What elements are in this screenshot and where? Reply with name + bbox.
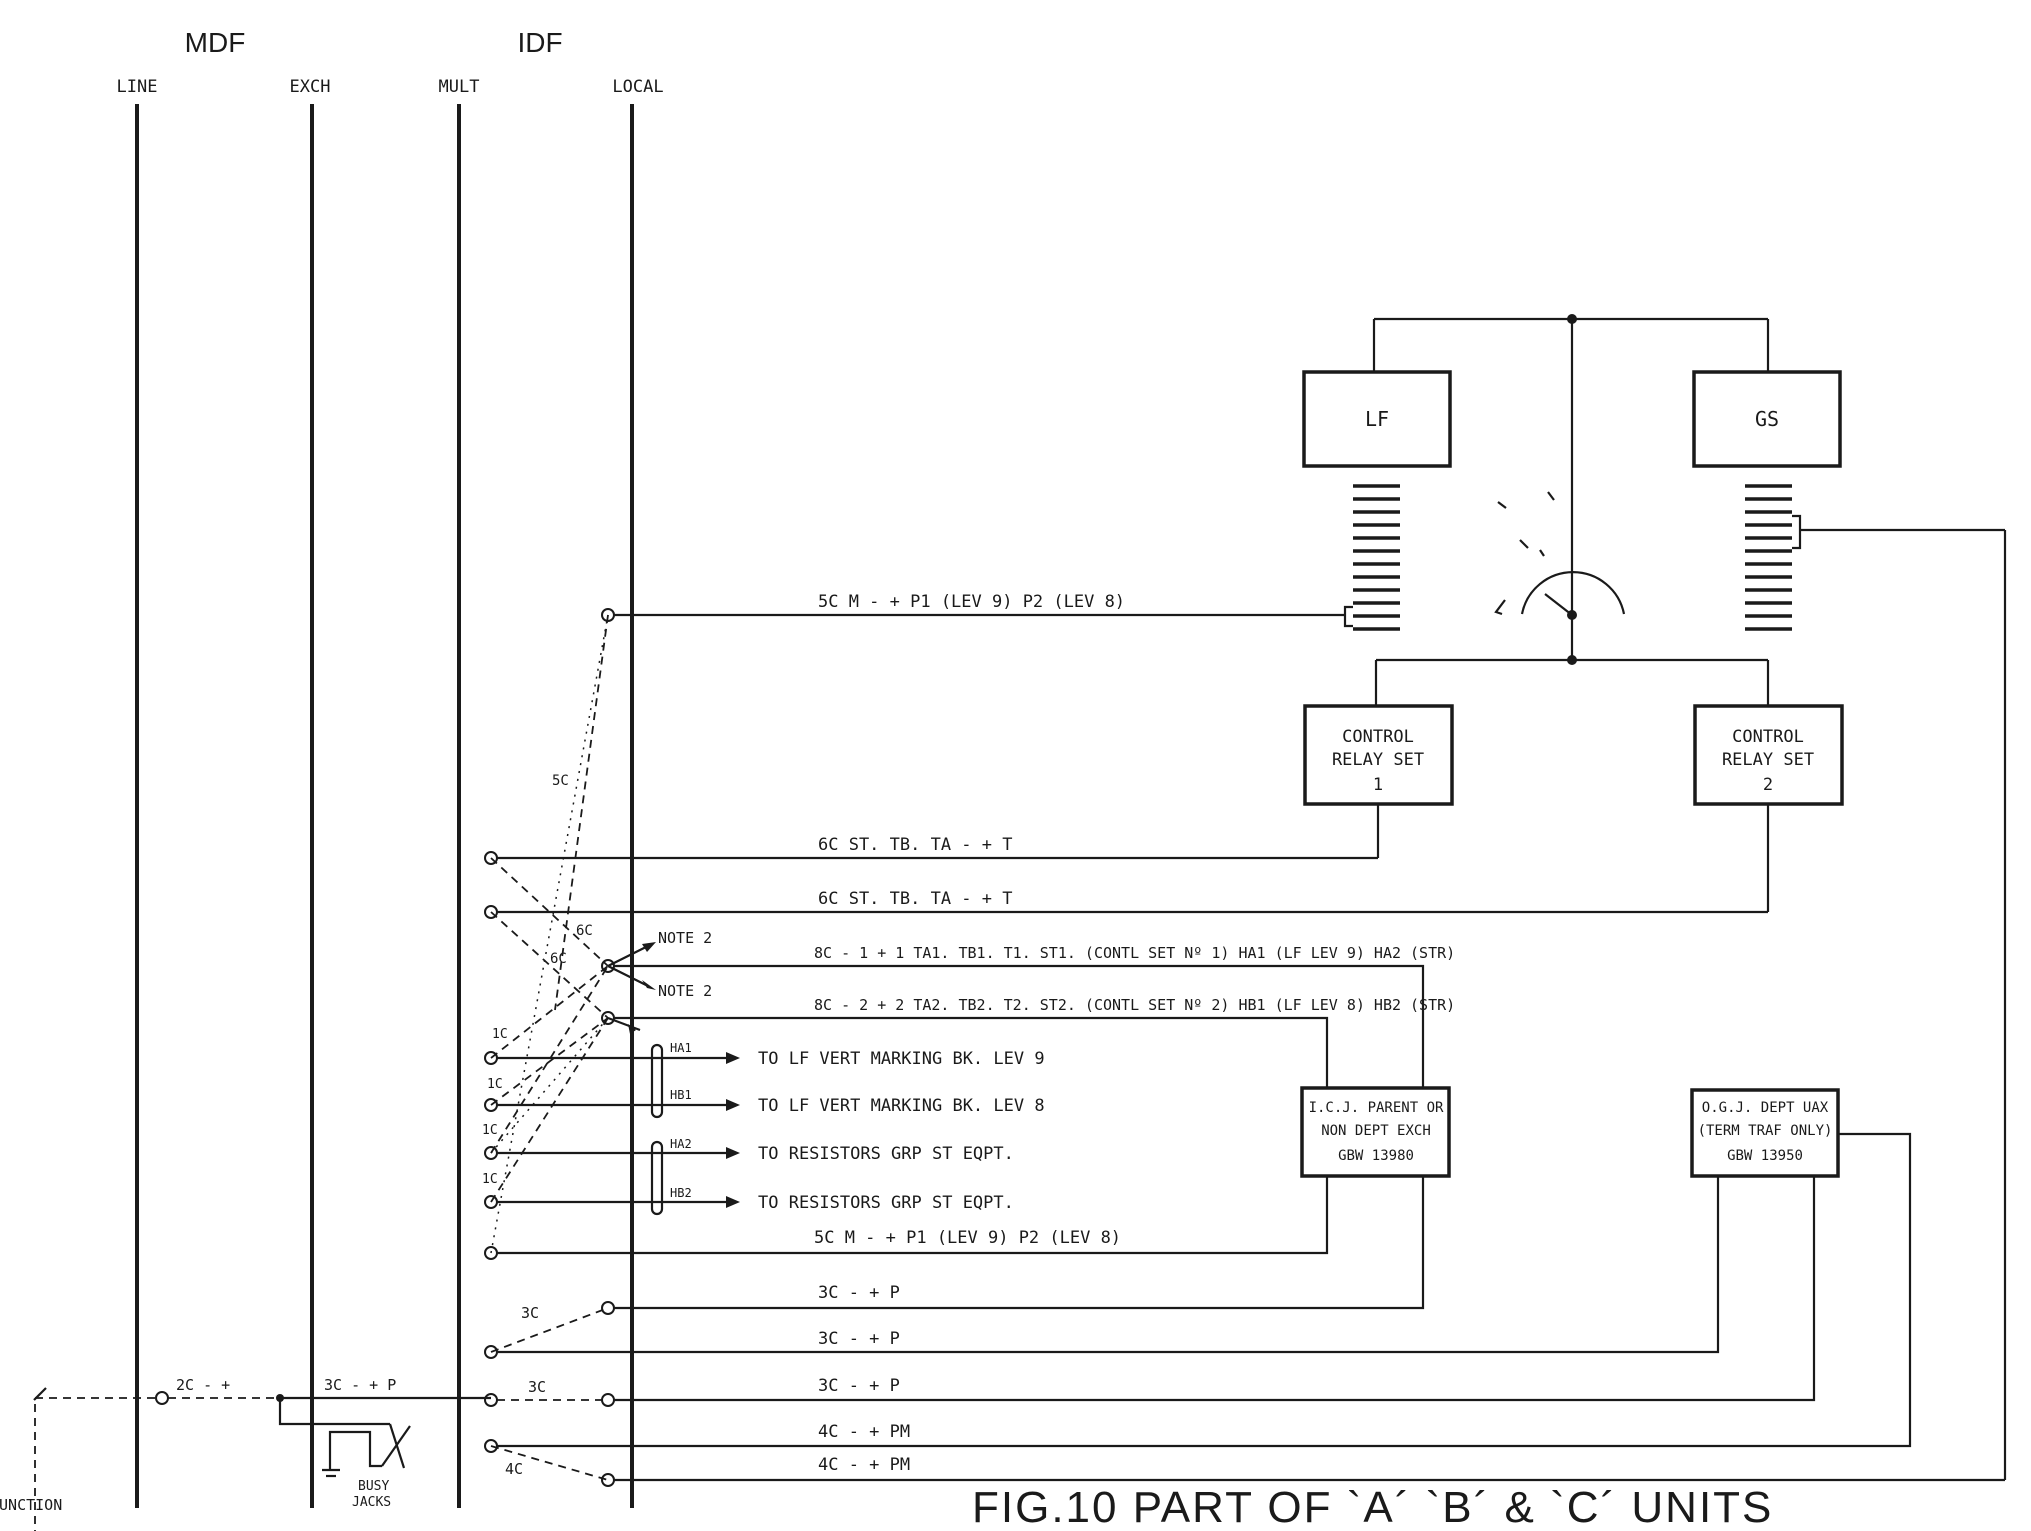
- arrow-label-a3: TO RESISTORS GRP ST EQPT.: [758, 1144, 1014, 1164]
- jumper-1c-3: 1C: [482, 1123, 498, 1138]
- arrow-label-a4: TO RESISTORS GRP ST EQPT.: [758, 1193, 1014, 1213]
- crs1-line2: RELAY SET: [1332, 750, 1424, 770]
- wire-label-w9: 3C - + P: [818, 1376, 900, 1396]
- wire-label-w5: 8C - 2 + 2 TA2. TB2. T2. ST2. (CONTL SET…: [814, 996, 1455, 1014]
- jumper-1c-1: 1C: [492, 1027, 508, 1042]
- jumper-3c-b: 3C: [528, 1378, 546, 1396]
- strap-hb1: HB1: [670, 1088, 692, 1102]
- crs2-line1: CONTROL: [1732, 727, 1804, 747]
- ogj-line3: GBW 13950: [1727, 1148, 1803, 1164]
- arrow-label-a1: TO LF VERT MARKING BK. LEV 9: [758, 1049, 1045, 1069]
- note-2-b: NOTE 2: [658, 982, 712, 1000]
- wire-label-w11: 4C - + PM: [818, 1455, 910, 1475]
- lf-box: [1302, 370, 1452, 468]
- icj-line1: I.C.J. PARENT OR: [1309, 1100, 1444, 1116]
- jumper-5c: 5C: [552, 773, 569, 789]
- jumper-4c: 4C: [505, 1460, 523, 1478]
- crs2-line2: RELAY SET: [1722, 750, 1814, 770]
- wire-label-w7: 3C - + P: [818, 1283, 900, 1303]
- wire-label-w3: 6C ST. TB. TA - + T: [818, 889, 1012, 909]
- note-2-a: NOTE 2: [658, 929, 712, 947]
- junction-in-a: 2C - +: [176, 1376, 230, 1394]
- busy-label-b: JACKS: [352, 1495, 391, 1510]
- wire-3c-icj: [608, 1176, 1425, 1310]
- wire-label-w4: 8C - 1 + 1 TA1. TB1. T1. ST1. (CONTL SET…: [814, 944, 1455, 962]
- wire-8c-1: [608, 964, 1425, 1088]
- gs-box: [1692, 370, 1842, 468]
- ogj-line2: (TERM TRAF ONLY): [1698, 1123, 1833, 1139]
- icj-line2: NON DEPT EXCH: [1321, 1123, 1431, 1139]
- mult-label: MULT: [439, 77, 480, 97]
- wire-8c-2: [608, 1016, 1329, 1088]
- mdf-heading: MDF: [185, 27, 246, 58]
- crs1-line3: 1: [1373, 775, 1383, 795]
- wire-label-w10: 4C - + PM: [818, 1422, 910, 1442]
- figure-caption: FIG.10 PART OF `A´ `B´ & `C´ UNITS: [972, 1483, 1773, 1531]
- gs-box-label: GS: [1755, 407, 1779, 431]
- wire-4c-a: [491, 1132, 1912, 1448]
- idf-heading: IDF: [517, 27, 562, 58]
- wire-3c-ogj-a: [491, 1176, 1720, 1354]
- icj-line3: GBW 13980: [1338, 1148, 1414, 1164]
- wire-label-w1: 5C M - + P1 (LEV 9) P2 (LEV 8): [818, 592, 1125, 612]
- control-relay-set-2: [1693, 704, 1844, 806]
- wire-label-w8: 3C - + P: [818, 1329, 900, 1349]
- local-label: LOCAL: [612, 77, 663, 97]
- wire-label-w2: 6C ST. TB. TA - + T: [818, 835, 1012, 855]
- crs1-line1: CONTROL: [1342, 727, 1414, 747]
- junction-dot: [1567, 314, 1577, 324]
- line-label: LINE: [117, 77, 158, 97]
- lf-coil: [1353, 484, 1400, 631]
- jumpers: [490, 614, 609, 1481]
- jumper-3c-a: 3C: [521, 1304, 539, 1322]
- crs2-line3: 2: [1763, 775, 1773, 795]
- junction-in-b: 3C - + P: [324, 1376, 396, 1394]
- strap-ha2: HA2: [670, 1137, 692, 1151]
- wire-label-w6: 5C M - + P1 (LEV 9) P2 (LEV 8): [814, 1228, 1121, 1248]
- control-relay-set-1: [1303, 704, 1454, 806]
- jumper-1c-4: 1C: [482, 1172, 498, 1187]
- selector-wiper: [1494, 491, 1626, 620]
- jumper-6c-a: 6C: [576, 923, 593, 939]
- arrow-label-a2: TO LF VERT MARKING BK. LEV 8: [758, 1096, 1045, 1116]
- lf-box-label: LF: [1365, 407, 1389, 431]
- wire-5c-icj: [491, 1176, 1329, 1255]
- jumper-1c-2: 1C: [487, 1077, 503, 1092]
- junction-in: [33, 1387, 491, 1531]
- icj-box: [1300, 1086, 1451, 1178]
- gs-coil: [1745, 484, 1792, 631]
- ogj-line1: O.G.J. DEPT UAX: [1702, 1100, 1829, 1116]
- junction-label: JUNCTION: [0, 1496, 62, 1514]
- jumper-6c-b: 6C: [550, 951, 567, 967]
- strap-ha1: HA1: [670, 1041, 692, 1055]
- exch-label: EXCH: [290, 77, 331, 97]
- busy-label-a: BUSY: [358, 1479, 389, 1494]
- wire-3c-ogj-b: [608, 1176, 1816, 1402]
- marking-arrows: [484, 1043, 740, 1216]
- strap-hb2: HB2: [670, 1186, 692, 1200]
